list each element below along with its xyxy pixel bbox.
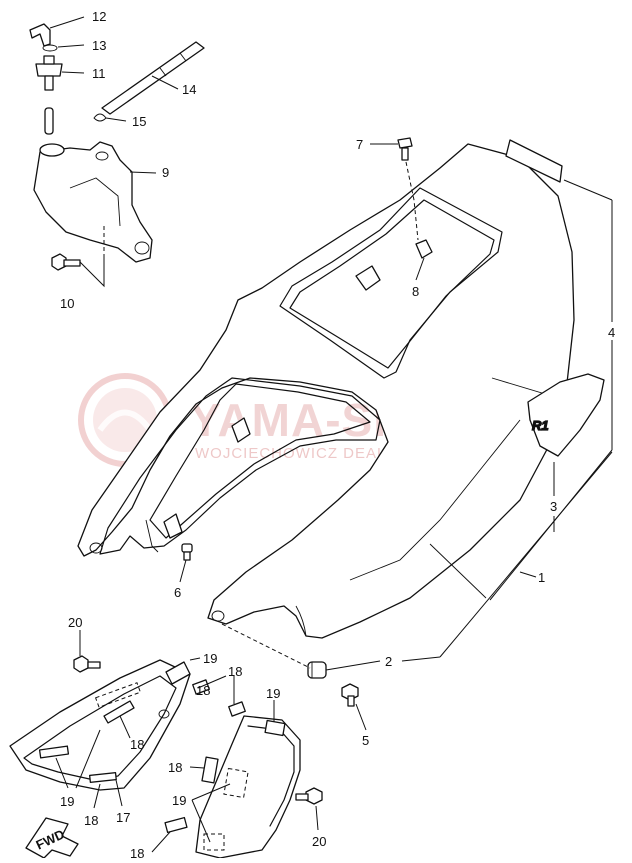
callout-19-lower: 19: [172, 793, 186, 808]
callout-18-bottom: 18: [84, 813, 98, 828]
part-12-elbow: [29, 23, 51, 47]
center-line-2: [221, 623, 311, 669]
callout-2: 2: [385, 654, 392, 669]
leader-lines: [49, 16, 613, 853]
part-7-screw: [397, 137, 413, 161]
callout-7: 7: [356, 137, 363, 152]
callout-8: 8: [412, 284, 419, 299]
callout-14: 14: [182, 82, 196, 97]
part-1-seat-cowl: [77, 143, 575, 639]
sticker-18f: [164, 816, 188, 834]
bracket-upper: [355, 265, 381, 291]
callout-15: 15: [132, 114, 146, 129]
part-side-cover-right: [195, 715, 301, 859]
part-9-tank-cap: [39, 143, 65, 157]
sticker-18a: [103, 700, 135, 724]
callout-11: 11: [92, 66, 106, 81]
breather-assembly: [29, 23, 205, 288]
seat-opening-upper: [279, 187, 503, 379]
callout-19-top: 19: [203, 651, 217, 666]
sticker-18b: [89, 772, 117, 783]
callout-9: 9: [162, 165, 169, 180]
callout-20-left: 20: [68, 615, 82, 630]
part-11-valve-stem: [44, 75, 54, 91]
callout-12: 12: [92, 9, 106, 24]
callout-13: 13: [92, 38, 106, 53]
part-18-sticker-d: [228, 701, 246, 717]
callout-19-right: 19: [266, 686, 280, 701]
part-8-clip: [415, 239, 433, 259]
part-11-valve: [35, 63, 63, 77]
callout-18-mid: 18: [196, 683, 210, 698]
callout-1: 1: [538, 570, 545, 585]
callout-5: 5: [362, 733, 369, 748]
callout-labels: 12 13 11 14 15 7 9 10 8 4 3 1 6 2 5 20 1…: [60, 9, 615, 861]
part-4-pad: [505, 139, 563, 183]
sticker-19c: [264, 719, 286, 737]
seat-opening-lower: [99, 377, 381, 555]
part-20-bolt-left: [73, 655, 101, 673]
decal-text: R1: [532, 418, 549, 433]
bracket-lower: [163, 513, 183, 539]
fwd-arrow-icon: FWD: [25, 817, 79, 859]
part-10-bolt-shank: [63, 259, 81, 267]
callout-17: 17: [116, 810, 130, 825]
side-cover-left: [9, 659, 191, 791]
part-9-tank: [33, 141, 153, 263]
part-2-damper: [307, 661, 327, 679]
part-side-cover-left: [9, 659, 191, 791]
part-3-decal: R1: [527, 373, 605, 457]
callout-18-right: 18: [168, 760, 182, 775]
callout-18-left: 18: [130, 737, 144, 752]
part-13-clip: [42, 44, 58, 52]
side-cover-right: [164, 715, 301, 859]
part-6-grommet: [181, 543, 193, 561]
callout-18-top: 18: [228, 664, 242, 679]
callout-20-right: 20: [312, 834, 326, 849]
callout-18-corner: 18: [130, 846, 144, 858]
part-20-bolt-right: [295, 787, 323, 805]
part-14-hose: [101, 41, 205, 115]
sticker-18e: [201, 756, 219, 784]
seat-cowl: R1: [77, 137, 605, 639]
sticker-19a: [38, 745, 70, 759]
part-5-bolt: [341, 683, 359, 707]
callout-4: 4: [608, 325, 615, 340]
callout-6: 6: [174, 585, 181, 600]
callout-3: 3: [550, 499, 557, 514]
callout-19-left: 19: [60, 794, 74, 809]
sticker-19b: [165, 661, 191, 685]
part-11-valve-cap: [43, 55, 55, 65]
bracket-mid: [231, 417, 251, 443]
part-short-hose: [44, 107, 54, 135]
callout-10: 10: [60, 296, 74, 311]
part-15-clamp: [93, 113, 107, 122]
